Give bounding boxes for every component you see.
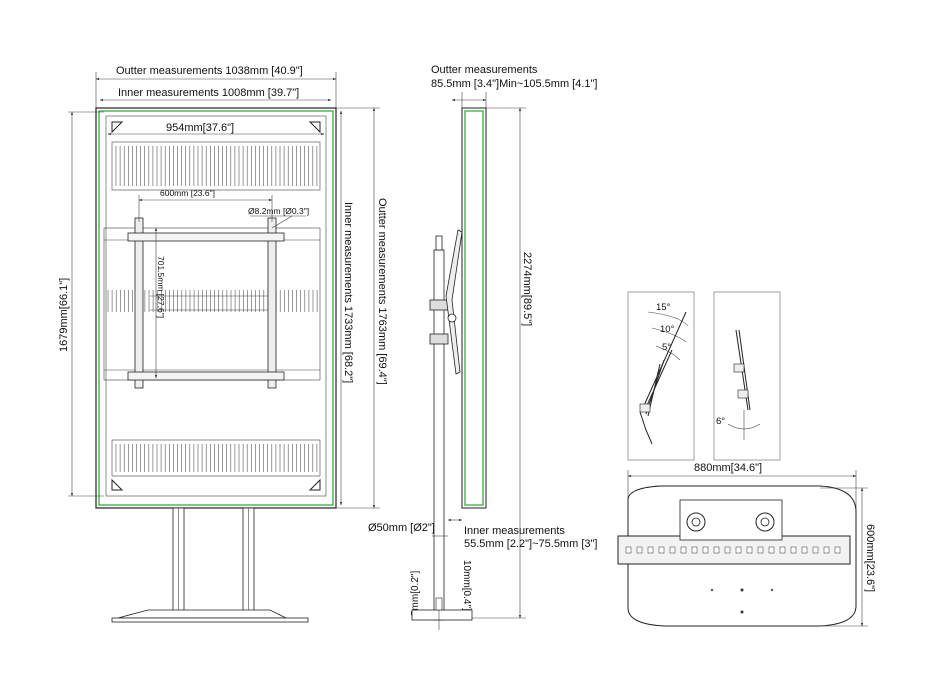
floor-base-plate — [111, 617, 309, 623]
inner-height-label: Inner measurements 1733mm [68.2"] — [342, 202, 354, 383]
angle-15-label: 15° — [656, 302, 671, 313]
front-view: Outter measurements 1038mm [40.9"] Inner… — [58, 65, 388, 623]
crossbar-hole — [669, 546, 676, 554]
display-frame — [95, 107, 337, 509]
base-depth-label: 600mm[23.6"] — [864, 524, 876, 592]
crossbar-hole — [757, 546, 764, 554]
display-inner-edge — [98, 110, 334, 506]
outer-depth-label: 85.5mm [3.4"]Min~105.5mm [4.1"] — [431, 78, 597, 90]
inner-depth-title: Inner measurements — [464, 525, 565, 537]
crossbar-hole — [625, 546, 632, 554]
outer-width-label: Outter measurements 1038mm [40.9"] — [116, 65, 303, 77]
crossbar-hole — [636, 546, 643, 554]
angle-10-label: 10° — [660, 324, 675, 335]
side-base-plate — [411, 609, 473, 621]
crossbar-hole — [724, 546, 731, 554]
upper-vent-panel — [111, 141, 321, 191]
crossbar-hole — [647, 546, 654, 554]
total-height-label: 2274mm[89.5"] — [521, 252, 533, 326]
gap-large-label: 10mm[0.4"] — [461, 560, 472, 611]
vesa-width-label: 600mm [23.6"] — [160, 188, 215, 198]
gap-small-label: 5mm[0.2"] — [410, 571, 421, 616]
base-top-view: 880mm[34.6"] 600mm[23.6"] — [617, 462, 876, 627]
inner-depth-label: 55.5mm [2.2"]~75.5mm [3"] — [464, 538, 597, 550]
screen-height-label: 1679mm[66.1"] — [58, 278, 70, 352]
crossbar-hole — [779, 546, 786, 554]
pole-diameter-label: Ø50mm [Ø2"] — [368, 522, 435, 534]
crossbar-hole — [746, 546, 753, 554]
angle-6-label: 6° — [716, 416, 725, 427]
stand-legs — [111, 507, 309, 623]
crossbar-hole — [768, 546, 775, 554]
screen-area — [105, 115, 327, 497]
crossbar-hole — [713, 546, 720, 554]
tilt-mount — [429, 229, 463, 375]
vesa-height-label: 701.5mm [27.6"] — [156, 256, 166, 318]
angle-5-label: 5° — [662, 342, 671, 353]
lower-vent-panel — [111, 439, 321, 477]
crossbar-hole — [790, 546, 797, 554]
crossbar-hole — [658, 546, 665, 554]
base-width-label: 880mm[34.6"] — [694, 462, 762, 474]
outer-height-label: Outter measurements 1763mm [69.4"] — [376, 198, 388, 385]
outer-depth-title: Outter measurements — [431, 64, 538, 76]
tilt-detail-forward: 15° 10° 5° — [627, 291, 695, 461]
crossbar-hole — [834, 546, 841, 554]
crossbar-hole — [680, 546, 687, 554]
hole-diameter-label: Ø8.2mm [Ø0.3"] — [248, 206, 309, 216]
crossbar-hole — [702, 546, 709, 554]
tilt-detail-backward: 6° — [713, 291, 781, 461]
crossbar-hole — [735, 546, 742, 554]
crossbar-hole — [801, 546, 808, 554]
base-crossbar — [617, 535, 851, 565]
display-side-profile — [461, 107, 487, 509]
crossbar-hole — [691, 546, 698, 554]
crossbar-hole — [823, 546, 830, 554]
crossbar-hole — [812, 546, 819, 554]
side-view: Outter measurements 85.5mm [3.4"]Min~105… — [368, 64, 597, 630]
pole-clamps — [679, 499, 783, 541]
screen-width-label: 954mm[37.6"] — [166, 122, 234, 134]
inner-width-label: Inner measurements 1008mm [39.7"] — [118, 87, 299, 99]
